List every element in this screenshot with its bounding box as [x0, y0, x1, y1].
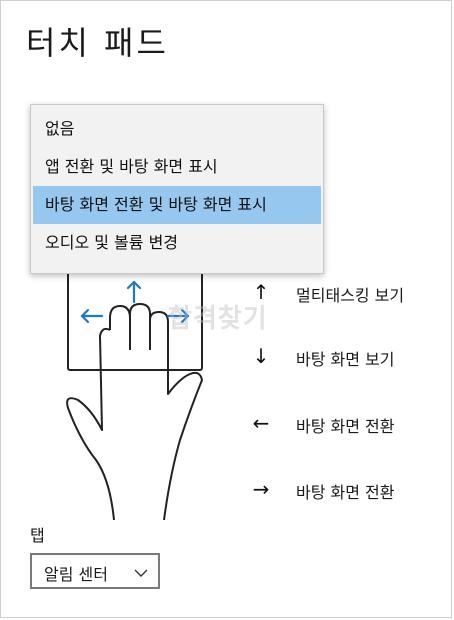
arrow-up-icon: ↑: [252, 280, 270, 304]
touchpad-outline: [67, 270, 203, 371]
gesture-label: 바탕 화면 전환: [296, 483, 395, 502]
tap-section-label: 탭: [30, 526, 45, 545]
tap-action-select[interactable]: 알림 센터: [30, 553, 160, 589]
arrow-down-icon: ↓: [252, 344, 270, 368]
gesture-label: 멀티태스킹 보기: [296, 286, 405, 305]
menu-item-audio-volume[interactable]: 오디오 및 볼륨 변경: [45, 233, 179, 252]
gesture-label: 바탕 화면 보기: [296, 350, 395, 369]
page-title: 터치 패드: [26, 24, 169, 62]
tap-action-value: 알림 센터: [44, 565, 108, 584]
blue-arrow-left-icon: [80, 308, 104, 324]
blue-arrow-up-icon: [126, 280, 142, 304]
hand-outline: [66, 303, 203, 520]
arrow-left-icon: ←: [252, 411, 270, 435]
touchpad-illustration: [66, 270, 203, 520]
menu-item-switch-desktops[interactable]: 바탕 화면 전환 및 바탕 화면 표시: [33, 186, 321, 224]
gesture-dropdown-menu: 없음 앱 전환 및 바탕 화면 표시 바탕 화면 전환 및 바탕 화면 표시 오…: [30, 104, 324, 274]
arrow-right-icon: →: [252, 477, 270, 501]
menu-item-none[interactable]: 없음: [45, 119, 75, 138]
menu-item-switch-apps[interactable]: 앱 전환 및 바탕 화면 표시: [45, 157, 218, 176]
gesture-label: 바탕 화면 전환: [296, 417, 395, 436]
watermark: 합격찾기: [168, 304, 268, 334]
chevron-down-icon: [134, 569, 148, 577]
blue-arrow-right-icon: [166, 308, 190, 324]
